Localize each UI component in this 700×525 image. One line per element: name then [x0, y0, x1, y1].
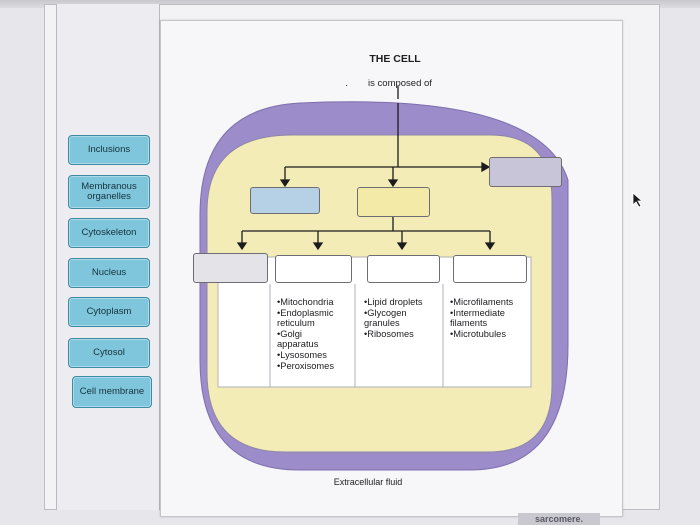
- list-item: •Golgi apparatus: [277, 328, 319, 350]
- bullet-dot: ·: [345, 80, 348, 91]
- drop-zone-membranous-organelles[interactable]: [275, 255, 352, 283]
- list-item: •Mitochondria: [277, 297, 334, 307]
- drop-zone-cytoskeleton[interactable]: [453, 255, 527, 283]
- label-chip-cytosol[interactable]: Cytosol: [68, 338, 150, 368]
- arrowhead: [396, 242, 408, 251]
- list-item: •Peroxisomes: [277, 360, 334, 371]
- label-chip-cytoplasm[interactable]: Cytoplasm: [68, 297, 150, 327]
- label-chip-cytoskeleton[interactable]: Cytoskeleton: [68, 218, 150, 248]
- membranous-organelles-list: •Mitochondria •Endoplasmic reticulum •Go…: [277, 297, 352, 371]
- arrowhead: [279, 179, 291, 188]
- drop-zone-cytoplasm[interactable]: [357, 187, 430, 217]
- diagram-subtitle: is composed of: [368, 78, 432, 89]
- arrowhead: [387, 179, 399, 188]
- list-item: •Intermediate filaments: [450, 307, 505, 329]
- arrowhead: [481, 161, 491, 173]
- list-item: •Lipid droplets: [364, 297, 423, 307]
- label-bank: [56, 4, 160, 510]
- drop-zone-cell-membrane[interactable]: [489, 157, 562, 187]
- label-chip-nucleus[interactable]: Nucleus: [68, 258, 150, 288]
- list-item: •Microtubules: [450, 328, 506, 339]
- arrowhead: [312, 242, 324, 251]
- label-chip-membranous-organelles[interactable]: Membranous organelles: [68, 175, 150, 209]
- drop-zone-nucleus[interactable]: [250, 187, 320, 214]
- list-item: •Glycogen granules: [364, 307, 407, 329]
- list-item: •Ribosomes: [364, 328, 414, 339]
- label-chip-cell-membrane[interactable]: Cell membrane: [72, 376, 152, 408]
- list-item: •Endoplasmic reticulum: [277, 307, 334, 329]
- list-item: •Microfilaments: [450, 297, 514, 307]
- inclusions-list: •Lipid droplets •Glycogen granules •Ribo…: [364, 297, 439, 339]
- extracellular-fluid-label: Extracellular fluid: [333, 477, 403, 487]
- arrowhead: [236, 242, 248, 251]
- list-item: •Lysosomes: [277, 349, 327, 360]
- cytoskeleton-list: •Microfilaments •Intermediate filaments …: [450, 297, 528, 339]
- mouse-cursor-icon: [632, 192, 644, 208]
- label-chip-inclusions[interactable]: Inclusions: [68, 135, 150, 165]
- drop-zone-inclusions[interactable]: [367, 255, 440, 283]
- drop-zone-cytosol[interactable]: [193, 253, 268, 283]
- partial-footer-text: sarcomere.: [518, 513, 600, 525]
- arrowhead: [484, 242, 496, 251]
- diagram-title: THE CELL: [369, 53, 421, 65]
